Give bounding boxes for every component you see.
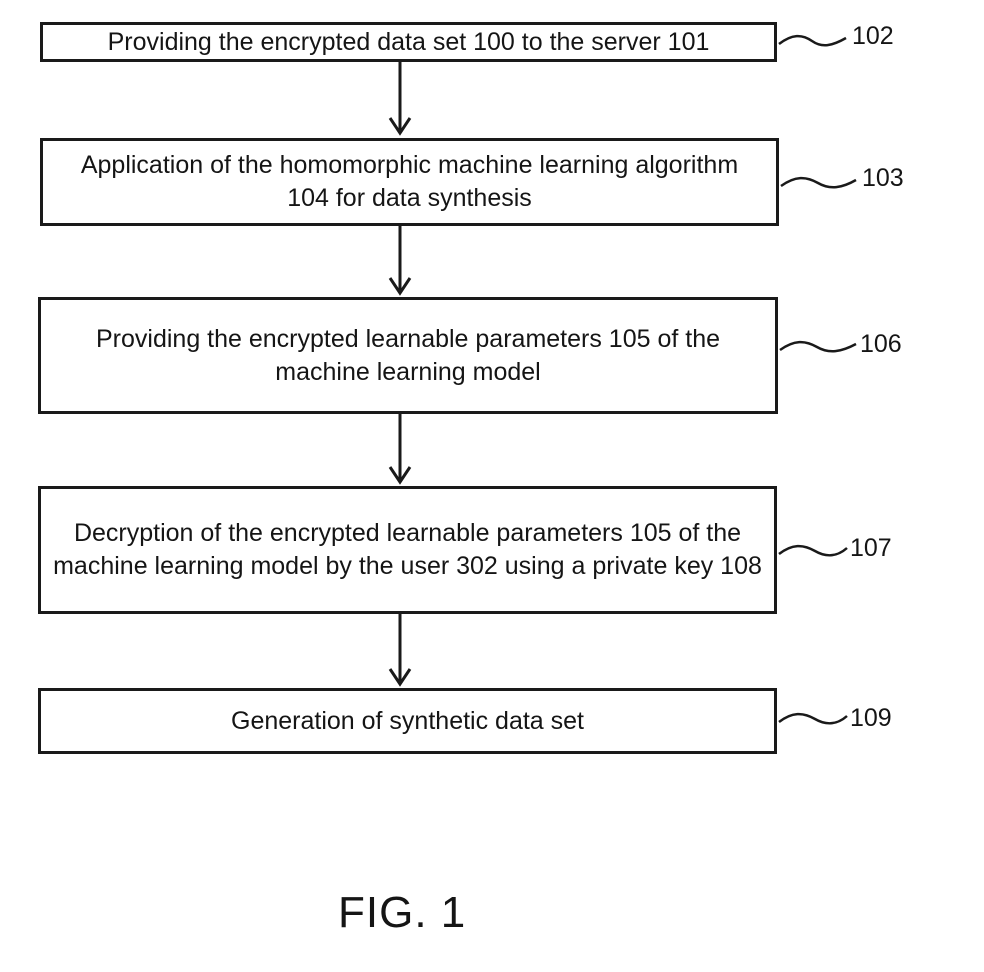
step-text-106: Providing the encrypted learnable parame… [46,323,770,389]
leader-107 [779,546,847,555]
step-text-107: Decryption of the encrypted learnable pa… [41,517,774,583]
leader-102 [779,36,846,45]
leader-103 [781,178,856,187]
reference-numeral-109: 109 [850,704,892,733]
step-text-109: Generation of synthetic data set [221,705,594,738]
step-box-103: Application of the homomorphic machine l… [40,138,779,226]
step-text-103: Application of the homomorphic machine l… [70,149,750,215]
figure-caption: FIG. 1 [338,888,466,938]
reference-numeral-106: 106 [860,330,902,359]
reference-numeral-102: 102 [852,22,894,51]
reference-leaders [779,36,856,723]
reference-numeral-107: 107 [850,534,892,563]
leader-106 [780,342,856,351]
step-box-109: Generation of synthetic data set [38,688,777,754]
step-box-106: Providing the encrypted learnable parame… [38,297,778,414]
step-box-102: Providing the encrypted data set 100 to … [40,22,777,62]
reference-numeral-103: 103 [862,164,904,193]
leader-109 [779,714,847,723]
step-box-107: Decryption of the encrypted learnable pa… [38,486,777,614]
step-text-102: Providing the encrypted data set 100 to … [98,27,720,57]
